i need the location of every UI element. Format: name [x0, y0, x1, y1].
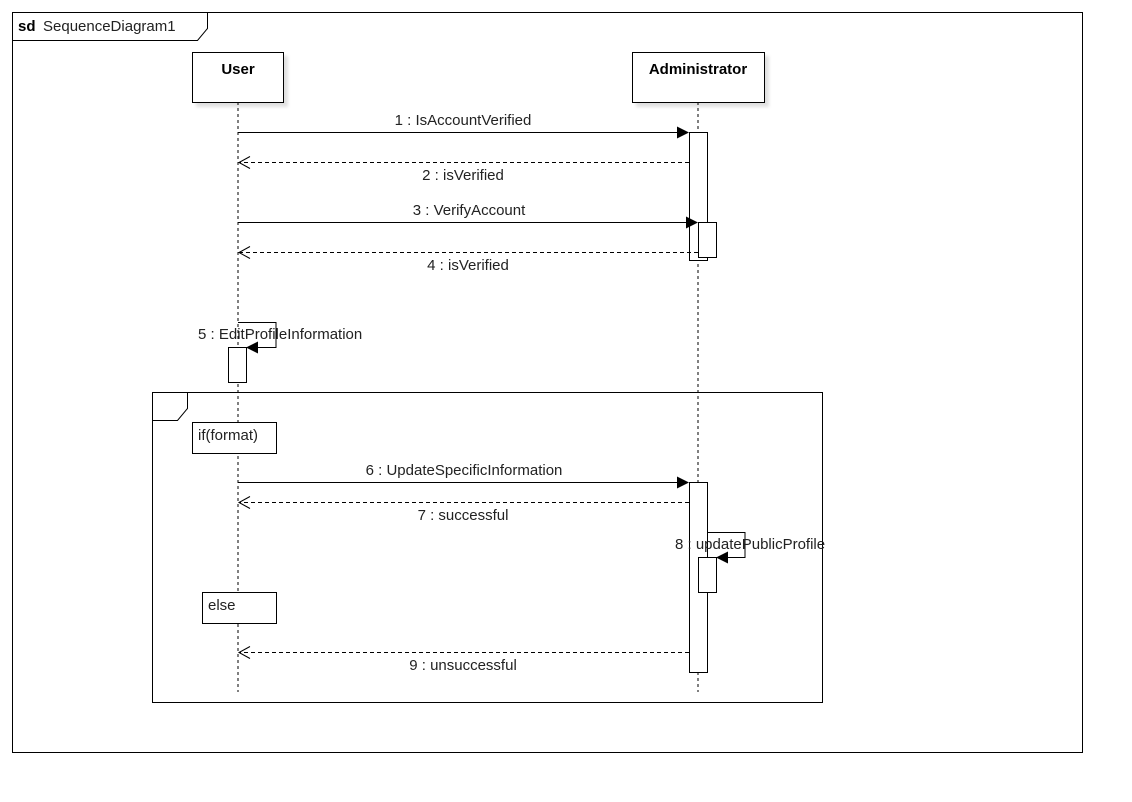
guard-text: else — [208, 597, 236, 614]
lifeline-user-head[interactable] — [192, 52, 284, 103]
guard-if: if(format) — [192, 422, 277, 454]
open-arrowhead-icon — [237, 246, 251, 259]
message-label: 4 : isVerified — [427, 257, 509, 274]
message-4[interactable]: 4 : isVerified — [237, 246, 698, 275]
activation-admin-self — [698, 557, 717, 593]
arrowhead-icon — [677, 476, 689, 489]
lifeline-user: User — [192, 52, 284, 692]
message-label: 7 : successful — [418, 507, 509, 524]
arrowhead-icon — [677, 126, 689, 139]
message-2[interactable]: 2 : isVerified — [237, 156, 689, 185]
message-6[interactable]: 6 : UpdateSpecificInformation — [238, 462, 689, 489]
frame-title: SequenceDiagram1 — [43, 18, 176, 35]
message-9[interactable]: 9 : unsuccessful — [237, 646, 689, 675]
message-label: 1 : IsAccountVerified — [395, 112, 532, 129]
message-8[interactable]: 8 : updatePublicProfile — [675, 532, 825, 564]
message-label: 9 : unsuccessful — [409, 657, 517, 674]
message-3[interactable]: 3 : VerifyAccount — [238, 202, 698, 229]
activation-bars — [228, 132, 717, 673]
arrowhead-icon — [246, 341, 258, 354]
open-arrowhead-icon — [237, 156, 251, 169]
arrowhead-icon — [716, 551, 728, 564]
lifeline-user-name: User — [221, 61, 255, 78]
open-arrowhead-icon — [237, 646, 251, 659]
open-arrowhead-icon — [237, 496, 251, 509]
message-label: 5 : EditProfileInformation — [198, 326, 362, 343]
message-1[interactable]: 1 : IsAccountVerified — [238, 112, 689, 139]
activation-user-self — [228, 347, 247, 383]
lifeline-administrator-name: Administrator — [649, 61, 748, 78]
message-label: 6 : UpdateSpecificInformation — [366, 462, 563, 479]
message-label: 2 : isVerified — [422, 167, 504, 184]
guard-text: if(format) — [198, 427, 258, 444]
frame-keyword: sd — [18, 18, 36, 35]
guard-else: else — [202, 592, 277, 624]
arrowhead-icon — [686, 216, 698, 229]
message-label: 8 : updatePublicProfile — [675, 536, 825, 553]
activation-admin-2 — [698, 222, 717, 258]
message-7[interactable]: 7 : successful — [237, 496, 689, 525]
combined-fragment — [152, 392, 823, 703]
message-label: 3 : VerifyAccount — [413, 202, 526, 219]
lifeline-administrator-head[interactable] — [632, 52, 765, 103]
lifeline-administrator: Administrator — [632, 52, 765, 692]
message-5[interactable]: 5 : EditProfileInformation — [198, 322, 362, 354]
diagram-frame: sd SequenceDiagram1 — [12, 12, 1083, 753]
